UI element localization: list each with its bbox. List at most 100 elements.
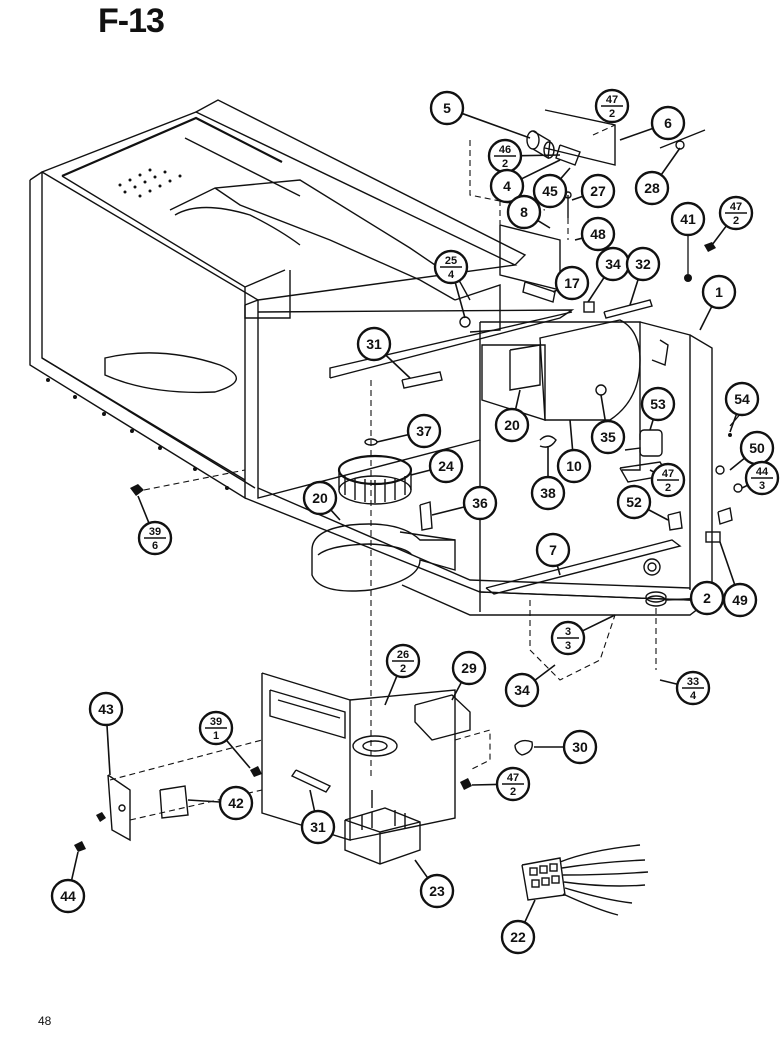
callout-10: 10 bbox=[556, 419, 592, 484]
callout-part-number: 17 bbox=[564, 275, 580, 291]
callout-circle bbox=[530, 475, 566, 511]
callout-leader-line bbox=[534, 664, 556, 681]
callout-part-number: 1 bbox=[715, 284, 723, 300]
callout-part-number: 41 bbox=[680, 211, 696, 227]
callout-quantity: 2 bbox=[400, 663, 406, 675]
callout-8: 8 bbox=[506, 194, 551, 230]
callout-leader-line bbox=[569, 419, 574, 451]
callout-circle bbox=[302, 480, 338, 516]
callout-part-number: 24 bbox=[438, 458, 454, 474]
callout-part-number: 37 bbox=[416, 423, 432, 439]
callout-54: 54 bbox=[724, 381, 760, 433]
callout-44b: 44 bbox=[50, 851, 86, 914]
callout-leader-line bbox=[659, 679, 678, 686]
callout-53: 53 bbox=[640, 386, 676, 431]
callout-part-number: 36 bbox=[472, 495, 488, 511]
callout-circle bbox=[429, 90, 465, 126]
callout-part-number: 4 bbox=[503, 178, 511, 194]
callout-37: 37 bbox=[376, 413, 442, 449]
callout-part-number: 28 bbox=[644, 180, 660, 196]
callout-part-number: 34 bbox=[605, 256, 621, 272]
callout-36: 36 bbox=[431, 485, 498, 521]
callout-circle bbox=[535, 532, 571, 568]
callout-circle bbox=[406, 413, 442, 449]
callout-part-number: 44 bbox=[60, 888, 76, 904]
assembly-lines bbox=[370, 200, 657, 780]
callout-circle bbox=[580, 216, 616, 252]
callout-leader-line bbox=[454, 282, 466, 319]
callout-circle bbox=[532, 173, 568, 209]
callout-part-number: 5 bbox=[443, 100, 451, 116]
callout-43: 43 bbox=[88, 691, 124, 776]
callout-part-number: 45 bbox=[542, 183, 558, 199]
callout-quantity: 3 bbox=[759, 480, 765, 492]
callout-quantity: 2 bbox=[733, 215, 739, 227]
callout-part-number: 47 bbox=[606, 94, 618, 106]
callout-39a: 396 bbox=[137, 495, 173, 556]
callout-part-number: 47 bbox=[507, 772, 519, 784]
callout-leader-line bbox=[471, 783, 498, 786]
callout-leader-line bbox=[719, 541, 736, 586]
callout-leader-line bbox=[384, 675, 398, 706]
callout-39b: 391 bbox=[198, 710, 251, 769]
page-number: 48 bbox=[38, 1014, 52, 1028]
callout-25: 254 bbox=[433, 249, 469, 319]
callout-41: 41 bbox=[670, 201, 706, 237]
callout-circle bbox=[724, 381, 760, 417]
motor bbox=[344, 790, 421, 865]
callout-part-number: 32 bbox=[635, 256, 651, 272]
callout-leader-line bbox=[711, 225, 728, 246]
callout-44a: 443 bbox=[741, 460, 780, 496]
callout-part-number: 8 bbox=[520, 204, 528, 220]
callout-leader-line bbox=[649, 419, 655, 431]
figure-title: F-13 bbox=[98, 2, 165, 40]
callout-34a: 34 bbox=[587, 246, 631, 303]
lower-motor-bracket bbox=[261, 672, 533, 841]
callout-part-number: 47 bbox=[662, 468, 674, 480]
callout-circle bbox=[670, 201, 706, 237]
callout-34b: 34 bbox=[504, 664, 556, 708]
callout-part-number: 46 bbox=[499, 144, 511, 156]
callout-circle bbox=[580, 173, 616, 209]
callout-circle bbox=[462, 485, 498, 521]
callout-30: 30 bbox=[534, 729, 598, 765]
callout-24: 24 bbox=[410, 448, 464, 484]
callout-3: 33 bbox=[550, 614, 616, 656]
callout-leader-line bbox=[619, 127, 654, 141]
callout-45: 45 bbox=[532, 167, 571, 209]
callout-leader-line bbox=[520, 154, 561, 157]
callout-leader-line bbox=[629, 279, 639, 306]
callout-part-number: 53 bbox=[650, 396, 666, 412]
callout-leader-line bbox=[461, 112, 531, 139]
callout-circle bbox=[556, 448, 592, 484]
callout-20a: 20 bbox=[494, 389, 530, 443]
callout-leader-line bbox=[225, 739, 251, 769]
callout-part-number: 35 bbox=[600, 429, 616, 445]
callout-22: 22 bbox=[500, 899, 536, 955]
callout-circle bbox=[590, 419, 626, 455]
callout-part-number: 43 bbox=[98, 701, 114, 717]
callout-leader-line bbox=[559, 167, 571, 180]
callout-leader-line bbox=[106, 724, 111, 776]
callout-leader-line bbox=[647, 508, 669, 521]
callout-circle bbox=[218, 785, 254, 821]
callout-part-number: 33 bbox=[687, 676, 699, 688]
callout-52: 52 bbox=[616, 484, 669, 521]
oven-cavity bbox=[29, 99, 713, 601]
callout-leader-line bbox=[376, 433, 409, 443]
callout-quantity: 2 bbox=[502, 158, 508, 170]
callout-leader-line bbox=[414, 859, 429, 879]
callout-part-number: 48 bbox=[590, 226, 606, 242]
callout-7: 7 bbox=[535, 532, 571, 576]
callout-part-number: 20 bbox=[504, 417, 520, 433]
callout-part-number: 44 bbox=[756, 466, 769, 478]
callout-26: 262 bbox=[384, 643, 421, 706]
callout-circle bbox=[489, 168, 525, 204]
callout-31a: 31 bbox=[356, 326, 411, 379]
callout-leader-line bbox=[431, 506, 465, 516]
callout-1: 1 bbox=[699, 274, 737, 331]
callout-circle bbox=[640, 386, 676, 422]
callout-leader-line bbox=[600, 394, 607, 422]
callout-circle bbox=[650, 105, 686, 141]
